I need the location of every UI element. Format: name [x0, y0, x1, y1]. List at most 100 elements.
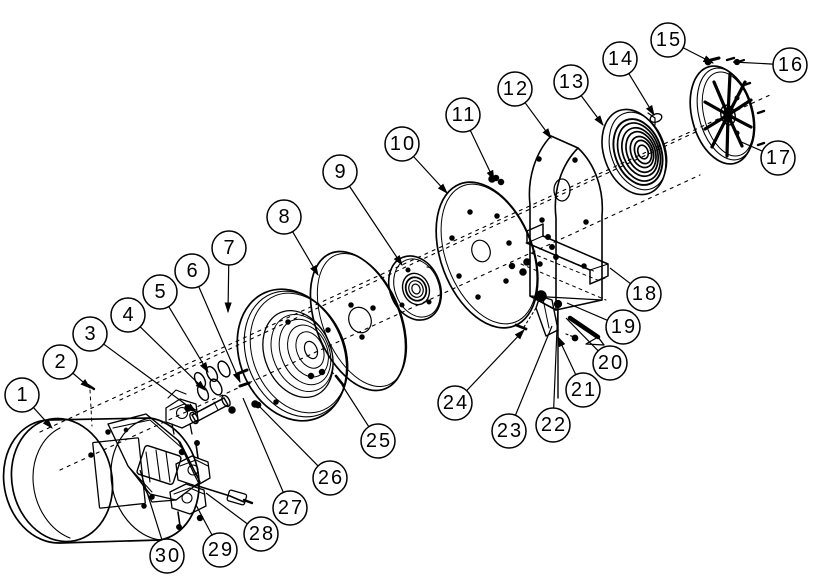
callout-circle-9[interactable]: [322, 154, 358, 190]
callout-circle-19[interactable]: [605, 309, 641, 345]
leader-line-7: [224, 264, 232, 314]
callout-circle-30[interactable]: [149, 538, 185, 574]
callout-number-26: 26: [318, 467, 344, 489]
callout-14[interactable]: 14: [602, 41, 638, 77]
callout-22[interactable]: 22: [535, 407, 571, 443]
callout-8[interactable]: 8: [266, 199, 302, 235]
callout-circle-11[interactable]: [445, 97, 481, 133]
callout-30[interactable]: 30: [149, 538, 185, 574]
part-10-large-flange-disc: [435, 174, 539, 329]
callout-circle-15[interactable]: [650, 22, 686, 58]
callout-circle-21[interactable]: [565, 372, 601, 408]
callout-13[interactable]: 13: [553, 64, 589, 100]
leader-line-14: [628, 73, 655, 117]
callout-circle-6[interactable]: [174, 253, 210, 289]
callout-circle-5[interactable]: [142, 274, 178, 310]
callout-15[interactable]: 15: [650, 22, 686, 58]
callout-number-23: 23: [497, 420, 523, 442]
callout-29[interactable]: 29: [202, 532, 238, 568]
leader-line-8: [292, 231, 319, 277]
leader-line-3: [103, 343, 197, 413]
leader-line-4: [139, 326, 206, 391]
callout-number-10: 10: [390, 133, 416, 155]
callout-circle-8[interactable]: [266, 199, 302, 235]
part-19-base-bolt: [508, 258, 531, 276]
callout-21[interactable]: 21: [565, 372, 601, 408]
callout-circle-25[interactable]: [360, 423, 396, 459]
callout-circle-29[interactable]: [202, 532, 238, 568]
callout-number-24: 24: [443, 392, 469, 414]
callout-17[interactable]: 17: [760, 140, 796, 176]
callout-number-4: 4: [122, 304, 135, 326]
callout-number-27: 27: [278, 497, 304, 519]
callout-27[interactable]: 27: [272, 490, 308, 526]
callout-number-20: 20: [598, 352, 624, 374]
callout-circle-18[interactable]: [626, 276, 662, 312]
callout-circle-1[interactable]: [4, 377, 40, 413]
callout-10[interactable]: 10: [384, 126, 420, 162]
leader-line-5: [168, 306, 209, 374]
callout-1[interactable]: 1: [4, 377, 40, 413]
callout-number-5: 5: [154, 281, 167, 303]
callout-circle-13[interactable]: [553, 64, 589, 100]
callout-9[interactable]: 9: [322, 154, 358, 190]
callout-circle-17[interactable]: [760, 140, 796, 176]
callout-circle-22[interactable]: [535, 407, 571, 443]
callout-number-7: 7: [223, 237, 236, 259]
leader-line-21: [557, 335, 577, 375]
callout-circle-28[interactable]: [243, 516, 279, 552]
callout-2[interactable]: 2: [42, 344, 78, 380]
callout-7[interactable]: 7: [211, 230, 247, 266]
callout-28[interactable]: 28: [243, 516, 279, 552]
callout-5[interactable]: 5: [142, 274, 178, 310]
callout-18[interactable]: 18: [626, 276, 662, 312]
callout-number-8: 8: [278, 206, 291, 228]
callout-circle-4[interactable]: [110, 297, 146, 333]
callout-23[interactable]: 23: [491, 413, 527, 449]
leader-line-15: [682, 47, 715, 64]
leader-line-28: [205, 492, 248, 525]
callout-11[interactable]: 11: [445, 97, 481, 133]
callout-circle-3[interactable]: [72, 316, 108, 352]
callout-number-11: 11: [452, 104, 477, 126]
callout-circle-16[interactable]: [772, 47, 808, 83]
callout-26[interactable]: 26: [312, 460, 348, 496]
leader-line-29: [195, 504, 213, 536]
callout-number-16: 16: [778, 54, 804, 76]
callout-25[interactable]: 25: [360, 423, 396, 459]
leader-line-23: [514, 325, 553, 416]
leader-line-12: [524, 102, 552, 139]
callout-circle-7[interactable]: [211, 230, 247, 266]
callout-circle-20[interactable]: [592, 345, 628, 381]
part-22-latch-spring-rod: [553, 299, 563, 399]
callout-24[interactable]: 24: [437, 385, 473, 421]
leader-line-22: [553, 304, 559, 409]
leader-lines-layer: [32, 47, 774, 540]
leader-line-20: [565, 317, 599, 352]
callout-20[interactable]: 20: [592, 345, 628, 381]
callout-3[interactable]: 3: [72, 316, 108, 352]
callout-6[interactable]: 6: [174, 253, 210, 289]
callout-circle-24[interactable]: [437, 385, 473, 421]
callout-12[interactable]: 12: [497, 71, 533, 107]
callout-circle-2[interactable]: [42, 344, 78, 380]
callout-number-17: 17: [766, 147, 792, 169]
callout-number-28: 28: [249, 523, 275, 545]
callout-number-13: 13: [559, 71, 585, 93]
callout-circle-12[interactable]: [497, 71, 533, 107]
leader-line-30: [139, 469, 163, 540]
callout-19[interactable]: 19: [605, 309, 641, 345]
callout-circle-10[interactable]: [384, 126, 420, 162]
callout-4[interactable]: 4: [110, 297, 146, 333]
callout-circle-14[interactable]: [602, 41, 638, 77]
callout-circle-26[interactable]: [312, 460, 348, 496]
leader-line-18: [609, 267, 631, 285]
callout-circle-23[interactable]: [491, 413, 527, 449]
callout-circle-27[interactable]: [272, 490, 308, 526]
part-30-guide-arm-assembly: [107, 413, 201, 503]
centerline-axis: [39, 94, 771, 471]
part-17-spoked-wheel: [689, 65, 756, 165]
callout-16[interactable]: 16: [772, 47, 808, 83]
